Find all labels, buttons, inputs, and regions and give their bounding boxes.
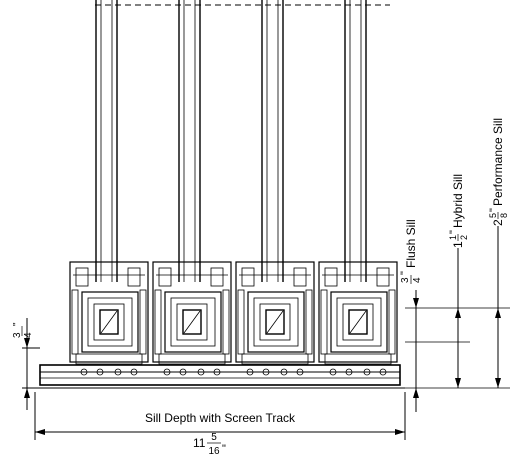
performance-sill-denominator: 8 bbox=[499, 213, 509, 218]
performance-sill-numerator: 5 bbox=[488, 213, 498, 218]
sill-depth-dimension: Sill Depth with Screen Track 11 5 16 " bbox=[34, 392, 406, 457]
hybrid-sill-numerator: 1 bbox=[448, 235, 458, 240]
flush-sill-unit: " bbox=[399, 271, 411, 275]
hybrid-sill-denominator: 2 bbox=[459, 235, 469, 240]
sill-depth-denominator: 16 bbox=[208, 446, 220, 457]
sill-base bbox=[35, 364, 405, 389]
left-height-numerator: 3 bbox=[12, 332, 23, 338]
panel-1 bbox=[69, 0, 149, 376]
panels-group bbox=[69, 0, 398, 376]
left-height-unit: " bbox=[12, 322, 23, 326]
sill-depth-unit: " bbox=[222, 443, 226, 455]
sill-depth-numerator: 5 bbox=[211, 432, 217, 443]
panel-4 bbox=[318, 0, 398, 376]
flush-sill-denominator: 4 bbox=[412, 277, 423, 283]
left-height-dimension: 3 4 " bbox=[12, 318, 40, 410]
performance-sill-unit: " bbox=[488, 208, 500, 212]
hybrid-sill-label: Hybrid Sill bbox=[451, 174, 465, 228]
flush-sill-label: Flush Sill bbox=[404, 219, 418, 268]
sill-depth-label: Sill Depth with Screen Track bbox=[145, 411, 296, 425]
hybrid-sill-unit: " bbox=[448, 230, 460, 234]
left-height-denominator: 4 bbox=[23, 332, 34, 338]
panel-3 bbox=[235, 0, 315, 376]
performance-sill-label: Performance Sill bbox=[491, 118, 505, 206]
performance-sill-whole: 2 bbox=[491, 219, 505, 226]
flush-sill-numerator: 3 bbox=[400, 277, 411, 283]
hybrid-sill-whole: 1 bbox=[451, 241, 465, 248]
right-dimensions: 3 4 " Flush Sill 1 1 2 " Hybrid Sill 2 5… bbox=[399, 118, 510, 412]
panel-2 bbox=[152, 0, 232, 376]
sill-depth-whole: 11 bbox=[193, 436, 206, 450]
